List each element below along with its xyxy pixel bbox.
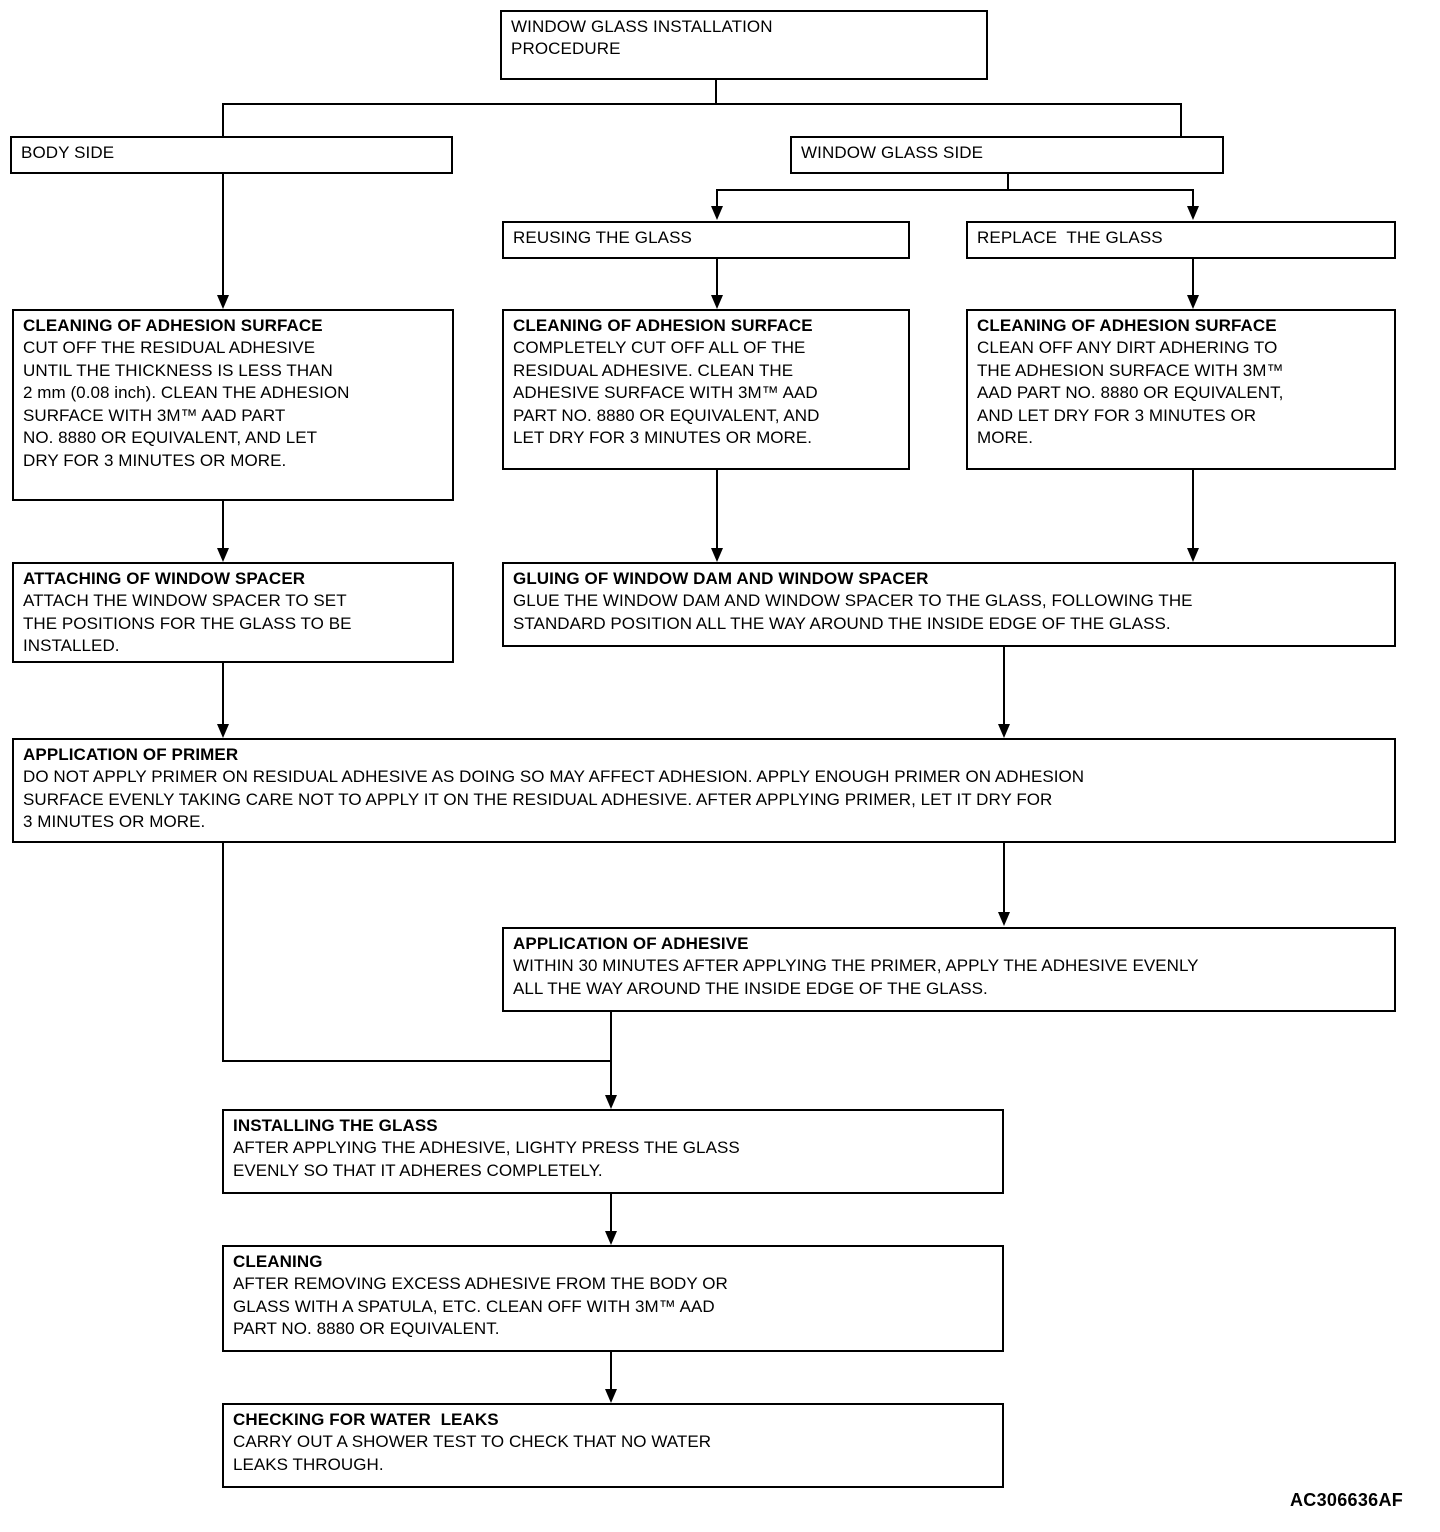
connector-spacer-to-primer [222,663,224,725]
node-title: REUSING THE GLASS [513,228,692,247]
arrowhead-to-replace [1187,206,1199,220]
arrowhead-clean-replace-to-gluing [1187,548,1199,562]
node-window-glass-installation-procedure: WINDOW GLASS INSTALLATION PROCEDURE [500,10,988,80]
connector-glass-side-split-bar [716,189,1194,191]
connector-clean-body-to-spacer [222,501,224,549]
arrowhead-replace-to-clean [1187,295,1199,309]
node-cleaning-of-adhesion-surface-replace: CLEANING OF ADHESION SURFACE CLEAN OFF A… [966,309,1396,470]
node-body: ATTACH THE WINDOW SPACER TO SET THE POSI… [23,591,352,655]
connector-body-side-to-clean [222,174,224,296]
connector-gluing-to-primer [1003,647,1005,725]
arrowhead-to-reusing [711,206,723,220]
node-gluing-of-window-dam-and-window-spacer: GLUING OF WINDOW DAM AND WINDOW SPACER G… [502,562,1396,647]
arrowhead-to-installing [605,1095,617,1109]
node-cleaning-of-adhesion-surface-body: CLEANING OF ADHESION SURFACE CUT OFF THE… [12,309,454,501]
connector-reusing-to-clean [716,259,718,296]
node-body: COMPLETELY CUT OFF ALL OF THE RESIDUAL A… [513,338,820,447]
node-body: WITHIN 30 MINUTES AFTER APPLYING THE PRI… [513,956,1199,998]
node-title: INSTALLING THE GLASS [233,1116,438,1135]
connector-junction-to-installing [610,1060,612,1096]
arrowhead-clean-body-to-spacer [217,548,229,562]
node-reusing-the-glass: REUSING THE GLASS [502,221,910,259]
connector-root-stem [715,80,717,104]
node-body: AFTER APPLYING THE ADHESIVE, LIGHTY PRES… [233,1138,740,1180]
node-replace-the-glass: REPLACE THE GLASS [966,221,1396,259]
connector-root-to-glass-side [1180,103,1182,138]
arrowhead-installing-to-cleaning [605,1231,617,1245]
node-body-side: BODY SIDE [10,136,453,174]
connector-glass-side-stem [1007,174,1009,190]
node-title: CLEANING [233,1252,323,1271]
arrowhead-clean-reuse-to-gluing [711,548,723,562]
node-title: CLEANING OF ADHESION SURFACE [23,316,323,335]
arrowhead-body-side-to-clean [217,295,229,309]
arrowhead-spacer-to-primer [217,724,229,738]
node-application-of-adhesive: APPLICATION OF ADHESIVE WITHIN 30 MINUTE… [502,927,1396,1012]
node-body: GLUE THE WINDOW DAM AND WINDOW SPACER TO… [513,591,1193,633]
connector-primer-to-adhesive [1003,843,1005,913]
node-title: WINDOW GLASS INSTALLATION PROCEDURE [511,17,773,58]
node-installing-the-glass: INSTALLING THE GLASS AFTER APPLYING THE … [222,1109,1004,1194]
node-title: CHECKING FOR WATER LEAKS [233,1410,499,1429]
connector-root-split-bar [222,103,1182,105]
connector-root-to-body-side [222,103,224,138]
connector-replace-to-clean [1192,259,1194,296]
node-title: APPLICATION OF PRIMER [23,745,239,764]
arrowhead-gluing-to-primer [998,724,1010,738]
node-title: GLUING OF WINDOW DAM AND WINDOW SPACER [513,569,929,588]
arrowhead-reusing-to-clean [711,295,723,309]
connector-installing-to-cleaning [610,1194,612,1233]
connector-clean-replace-to-gluing [1192,470,1194,549]
node-checking-for-water-leaks: CHECKING FOR WATER LEAKS CARRY OUT A SHO… [222,1403,1004,1488]
node-cleaning: CLEANING AFTER REMOVING EXCESS ADHESIVE … [222,1245,1004,1352]
node-window-glass-side: WINDOW GLASS SIDE [790,136,1224,174]
node-title: APPLICATION OF ADHESIVE [513,934,749,953]
connector-primer-left-across [222,1060,612,1062]
arrowhead-cleaning-to-water-leaks [605,1389,617,1403]
connector-to-reusing [716,189,718,207]
node-title: CLEANING OF ADHESION SURFACE [513,316,813,335]
node-body: CUT OFF THE RESIDUAL ADHESIVE UNTIL THE … [23,338,350,470]
figure-code: AC306636AF [1290,1490,1404,1510]
connector-cleaning-to-water-leaks [610,1352,612,1391]
connector-clean-reuse-to-gluing [716,470,718,549]
connector-adhesive-to-junction [610,1012,612,1062]
node-title: REPLACE THE GLASS [977,228,1163,247]
node-cleaning-of-adhesion-surface-reuse: CLEANING OF ADHESION SURFACE COMPLETELY … [502,309,910,470]
connector-primer-left-drop [222,843,224,1062]
node-title: WINDOW GLASS SIDE [801,143,984,162]
node-body: CLEAN OFF ANY DIRT ADHERING TO THE ADHES… [977,338,1284,447]
node-body: DO NOT APPLY PRIMER ON RESIDUAL ADHESIVE… [23,767,1085,831]
node-title: ATTACHING OF WINDOW SPACER [23,569,306,588]
node-title: CLEANING OF ADHESION SURFACE [977,316,1277,335]
node-application-of-primer: APPLICATION OF PRIMER DO NOT APPLY PRIME… [12,738,1396,843]
node-body: CARRY OUT A SHOWER TEST TO CHECK THAT NO… [233,1432,712,1474]
node-body: AFTER REMOVING EXCESS ADHESIVE FROM THE … [233,1274,728,1338]
node-title: BODY SIDE [21,143,115,162]
node-attaching-of-window-spacer: ATTACHING OF WINDOW SPACER ATTACH THE WI… [12,562,454,663]
arrowhead-primer-to-adhesive [998,912,1010,926]
connector-to-replace [1192,189,1194,207]
